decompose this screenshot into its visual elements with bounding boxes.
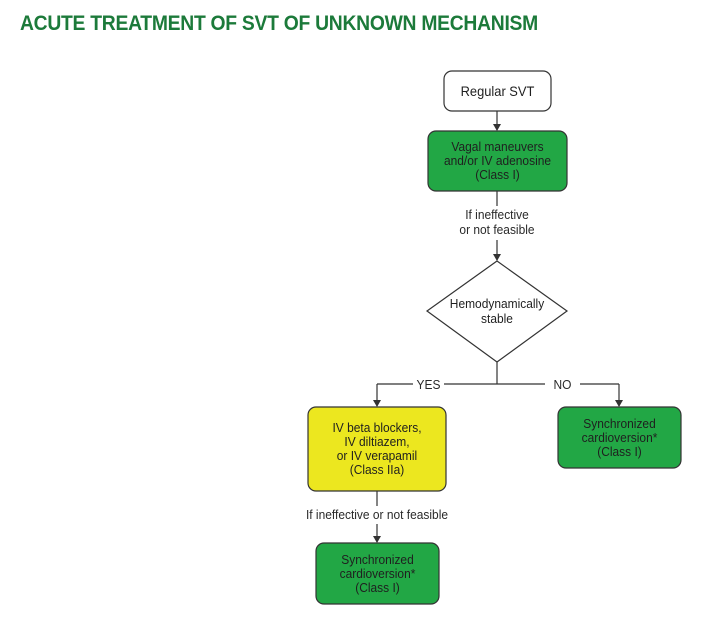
if-ineffective-label-1: If ineffective or not feasible xyxy=(441,207,553,237)
no-label: NO xyxy=(546,377,579,392)
if-ineffective-label-2: If ineffective or not feasible xyxy=(296,507,458,522)
cardioversion-right-text: Synchronized cardioversion* (Class I) xyxy=(581,415,658,459)
cardioversion-bottom-text: Synchronized cardioversion* (Class I) xyxy=(339,551,416,595)
regular-svt-text: Regular SVT xyxy=(460,83,535,99)
beta-blockers-text: IV beta blockers, IV diltiazem, or IV ve… xyxy=(332,420,422,477)
yes-label: YES xyxy=(414,377,443,392)
cardioversion-right-box xyxy=(557,406,682,469)
hemodynamic-text: Hemodynamically stable xyxy=(449,296,545,326)
cardioversion-bottom-box xyxy=(315,542,440,605)
page-title: ACUTE TREATMENT OF SVT OF UNKNOWN MECHAN… xyxy=(20,12,538,35)
vagal-text: Vagal maneuvers and/or IV adenosine (Cla… xyxy=(443,139,552,182)
